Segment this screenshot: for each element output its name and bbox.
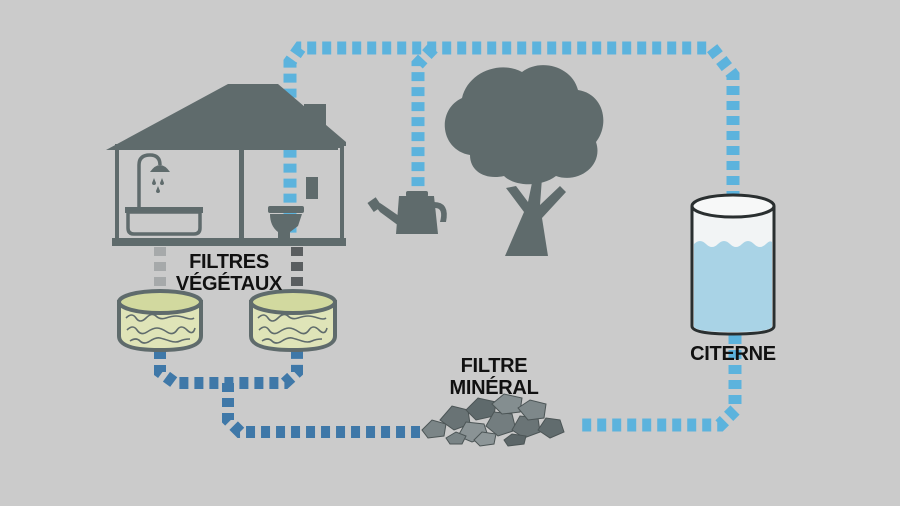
filtre-mineral-line2: MINÉRAL (449, 376, 538, 399)
house-icon (106, 84, 346, 246)
tree-icon (444, 65, 604, 256)
bathtub-icon (125, 207, 203, 236)
filtered-water-pipe (154, 350, 303, 389)
clean-water-pipe-top (283, 41, 740, 240)
pipes (154, 41, 742, 438)
watering-can-icon (367, 191, 447, 234)
label-filtres-vegetaux: FILTRES VÉGÉTAUX (176, 251, 283, 295)
filtres-vegetaux-line1: FILTRES (189, 251, 269, 273)
label-filtre-mineral: FILTRE MINÉRAL (449, 355, 538, 399)
watering-can-supply-pipe (411, 43, 438, 192)
label-citerne: CITERNE (690, 343, 776, 365)
toilet-icon (268, 206, 304, 238)
water-tank-icon (690, 193, 776, 336)
planted-filter-left (117, 289, 203, 353)
filtres-vegetaux-line2: VÉGÉTAUX (176, 272, 283, 295)
gravel-icon (421, 393, 565, 447)
planted-filter-right (249, 289, 337, 353)
clean-water-pipe (578, 335, 742, 432)
planted-filter-icon (117, 289, 337, 353)
filtered-water-pipe-2 (222, 383, 420, 438)
shower-icon (137, 153, 170, 210)
filtre-mineral-line1: FILTRE (461, 355, 528, 377)
